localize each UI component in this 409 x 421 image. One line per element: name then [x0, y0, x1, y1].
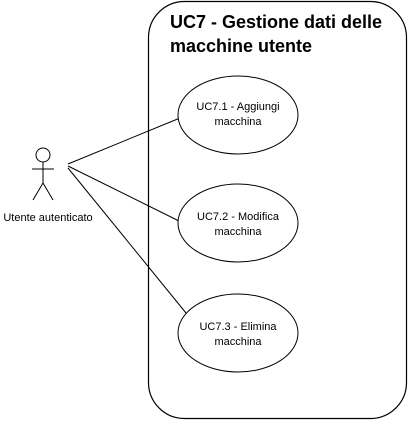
actor-label: Utente autenticato — [3, 212, 92, 224]
system-title-line2: macchine utente — [170, 36, 312, 56]
use-case-label-line1: UC7.2 - Modifica — [197, 211, 280, 223]
use-case-ellipse — [177, 293, 299, 373]
use-case-uc7-1[interactable]: UC7.1 - Aggiungi macchina — [177, 75, 299, 155]
actor-head — [35, 147, 51, 163]
use-case-label-line2: macchina — [214, 226, 262, 238]
use-case-label-line1: UC7.1 - Aggiungi — [196, 101, 279, 113]
use-case-label-line2: macchina — [214, 116, 262, 128]
use-case-uc7-2[interactable]: UC7.2 - Modifica macchina — [177, 183, 299, 263]
use-case-ellipse — [177, 75, 299, 155]
actor-left-leg — [32, 182, 44, 201]
system-title-line1: UC7 - Gestione dati delle — [170, 12, 382, 32]
association-uc7-2 — [67, 165, 182, 223]
actor-utente-autenticato — [32, 147, 54, 201]
use-case-ellipse — [177, 183, 299, 263]
use-case-label-line2: macchina — [214, 336, 262, 348]
associations — [67, 117, 187, 314]
use-case-uc7-3[interactable]: UC7.3 - Elimina macchina — [177, 293, 299, 373]
association-uc7-1 — [67, 117, 181, 165]
use-case-label-line1: UC7.3 - Elimina — [199, 321, 277, 333]
association-uc7-3 — [67, 167, 187, 314]
actor-right-leg — [42, 182, 54, 201]
